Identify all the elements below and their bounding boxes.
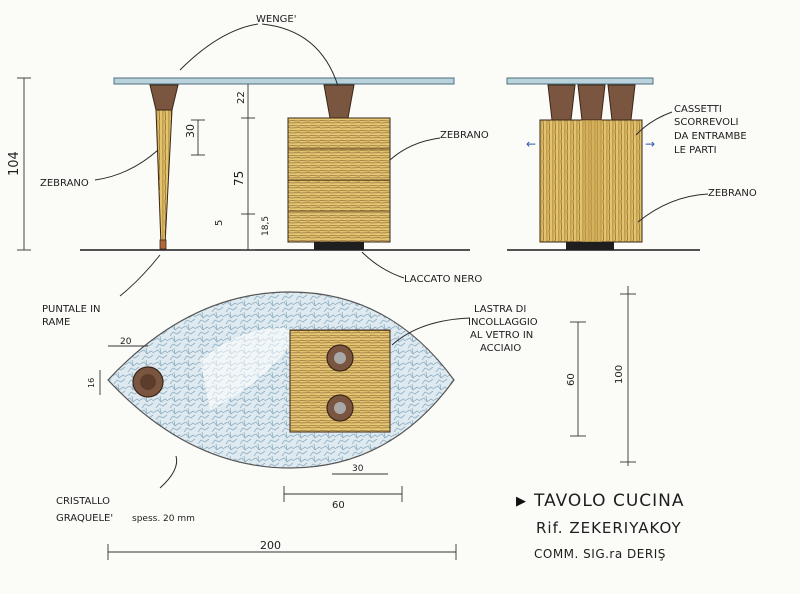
dim-30-leg: 30	[184, 124, 197, 138]
side-cap-2	[577, 84, 606, 121]
label-zebrano-left: ZEBRANO	[40, 178, 89, 189]
title-block: ▶ TAVOLO CUCINA Rif. ZEKERIYAKOY COMM. S…	[516, 491, 685, 561]
dim-30b: 30	[352, 464, 364, 474]
dim-5: 5	[214, 220, 225, 226]
leader-zebrano-left	[94, 149, 159, 181]
dim-60: 60	[332, 500, 345, 511]
leader-wenge	[179, 23, 339, 87]
black-lacquered-base	[314, 242, 364, 250]
label-cassetti-4: LE PARTI	[674, 145, 717, 156]
side-cap-1	[547, 84, 576, 121]
leader-zebrano-cab	[389, 137, 441, 161]
label-wenge: WENGE'	[256, 14, 297, 25]
leader-puntale	[119, 254, 161, 297]
label-cassetti-2: SCORREVOLI	[674, 117, 738, 128]
dim-185: 18,5	[261, 216, 271, 236]
dim-75: 75	[232, 171, 246, 186]
dim-60v: 60	[566, 373, 577, 386]
side-black-base	[566, 242, 614, 250]
leader-lastra	[391, 317, 471, 346]
label-lastra-2: INCOLLAGGIO	[468, 317, 538, 328]
label-lastra-1: LASTRA DI	[474, 304, 526, 315]
bullet-arrow-icon: ▶	[516, 494, 526, 509]
label-cassetti-3: DA ENTRAMBE	[674, 131, 747, 142]
arrow-left-icon: ←	[526, 137, 536, 151]
plan-view: 20 16 30 60 200 60 100 LASTRA DI INCOLLA…	[56, 286, 636, 560]
side-elevation: ← → CASSETTI SCORREVOLI DA ENTRAMBE LE P…	[506, 77, 757, 251]
label-cristallo-2: GRAQUELE'	[56, 513, 113, 524]
dim-20: 20	[120, 337, 132, 347]
conical-leg	[155, 109, 173, 246]
dim-104: 104	[7, 151, 22, 176]
dim-100: 100	[614, 365, 625, 384]
cabinet-wenge-cap	[323, 84, 355, 119]
arrow-right-icon: →	[645, 137, 655, 151]
glass-highlight	[200, 328, 300, 410]
title-line-2: Rif. ZEKERIYAKOY	[536, 519, 682, 537]
dim-16: 16	[87, 378, 96, 388]
label-lastra-3: AL VETRO IN	[470, 330, 533, 341]
leader-cristallo	[159, 455, 178, 489]
side-center-strip	[582, 120, 602, 242]
label-cristallo-1: CRISTALLO	[56, 496, 110, 507]
title-line-3: COMM. SIG.ra DERIŞ	[534, 547, 666, 561]
label-zebrano-cab: ZEBRANO	[440, 130, 489, 141]
label-zebrano-side: ZEBRANO	[708, 188, 757, 199]
dim-22: 22	[236, 91, 247, 104]
title-line-1: TAVOLO CUCINA	[533, 491, 685, 511]
leader-laccato	[361, 251, 405, 279]
label-spess: spess. 20 mm	[132, 514, 195, 524]
leg-wenge-cap	[149, 84, 179, 111]
label-puntale-1: PUNTALE IN	[42, 304, 101, 315]
leader-zebrano-side	[637, 193, 709, 223]
side-cap-3	[607, 84, 636, 121]
label-cassetti-1: CASSETTI	[674, 104, 722, 115]
label-laccato: LACCATO NERO	[404, 274, 482, 285]
copper-tip	[159, 239, 167, 250]
glass-top-side	[506, 77, 654, 85]
dim-200: 200	[260, 539, 281, 552]
front-elevation: 104 30 22 75 18,5 5 WENGE' ZEBRANO ZEBRA…	[7, 14, 489, 328]
label-lastra-4: ACCIAIO	[480, 343, 521, 354]
glass-top-front	[113, 77, 455, 85]
leader-cassetti	[635, 111, 673, 136]
label-puntale-2: RAME	[42, 317, 70, 328]
drawer-lines	[288, 148, 390, 212]
